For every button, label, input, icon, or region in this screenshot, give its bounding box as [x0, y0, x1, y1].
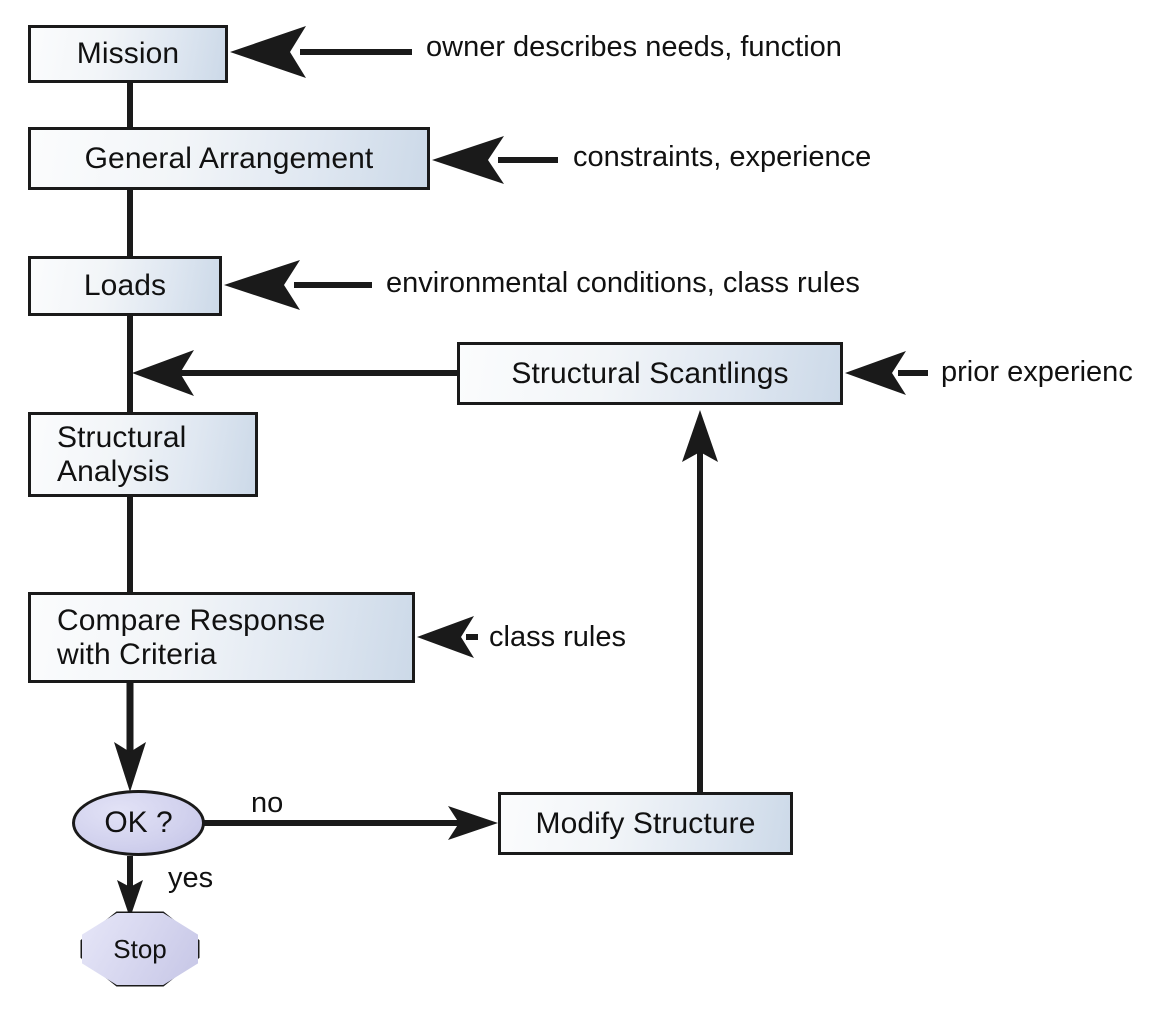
arrowhead-classrules-compare [417, 616, 474, 658]
arrowhead-compare-ok [114, 742, 146, 792]
label-class-rules: class rules [489, 621, 626, 653]
node-loads[interactable]: Loads [28, 256, 222, 316]
node-stop[interactable]: Stop [82, 913, 198, 985]
arrowhead-ok-stop [117, 880, 143, 918]
label-prior-experience: prior experienc [941, 356, 1133, 388]
node-mission[interactable]: Mission [28, 25, 228, 83]
node-ok-decision[interactable]: OK ? [72, 790, 205, 856]
node-modify-structure[interactable]: Modify Structure [498, 792, 793, 855]
arrowhead-ok-modify [448, 806, 498, 840]
node-general-arrangement[interactable]: General Arrangement [28, 127, 430, 190]
arrowhead-owner-mission [230, 26, 306, 78]
arrowhead-prior-scantlings [845, 351, 906, 395]
node-structural-analysis[interactable]: Structural Analysis [28, 412, 258, 497]
label-edge-yes: yes [168, 862, 214, 894]
node-structural-scantlings[interactable]: Structural Scantlings [457, 342, 843, 405]
node-compare-response[interactable]: Compare Response with Criteria [28, 592, 415, 683]
arrowhead-constraints-general [432, 136, 504, 184]
label-edge-no: no [251, 787, 284, 819]
arrowhead-scantlings-spine [132, 350, 194, 396]
label-constraints-experience: constraints, experience [573, 141, 872, 173]
arrowhead-environment-loads [224, 260, 300, 310]
arrowhead-modify-scantlings [682, 410, 718, 462]
label-owner-describes: owner describes needs, function [426, 31, 842, 63]
label-environmental-conditions: environmental conditions, class rules [386, 267, 860, 299]
